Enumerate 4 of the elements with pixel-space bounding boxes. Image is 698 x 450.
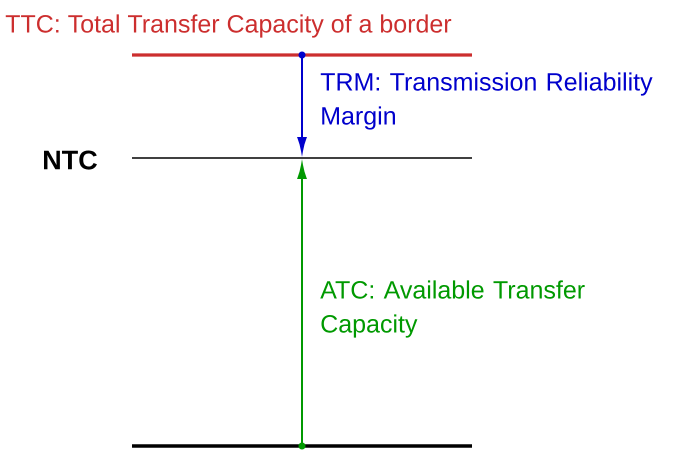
line-label: NTC xyxy=(44,150,97,170)
edge-label: ATC: Available Transfer Capacity xyxy=(320,280,585,338)
line-label: TTC: Total Transfer Capacity of a border xyxy=(6,14,452,38)
edge-label: TRM: Transmission Reliability Margin xyxy=(320,72,653,130)
